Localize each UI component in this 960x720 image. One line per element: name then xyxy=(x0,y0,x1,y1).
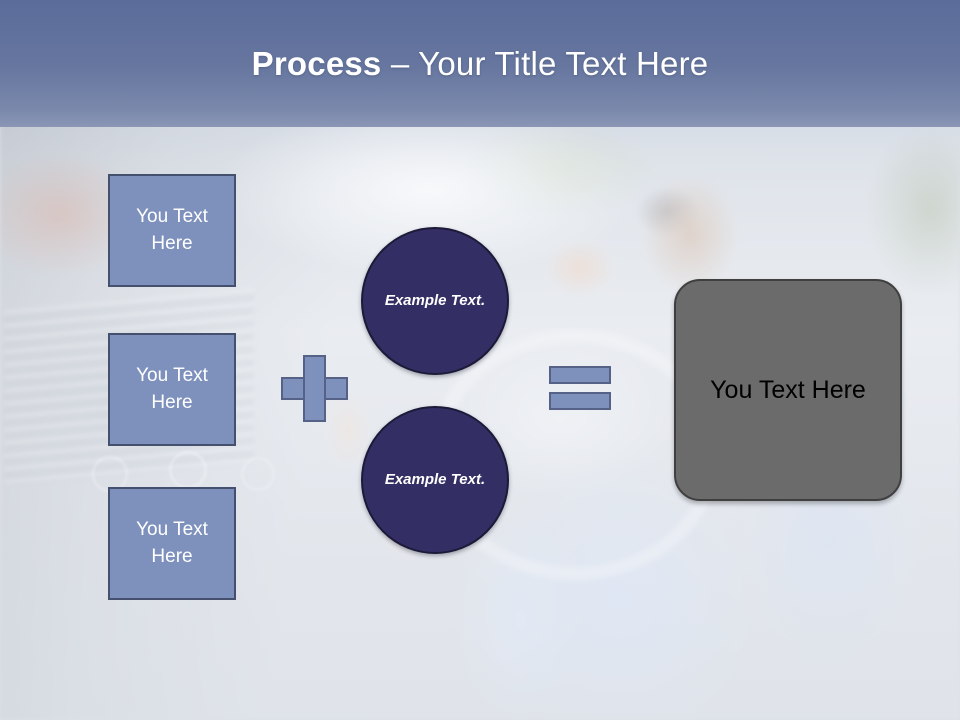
process-circle-1[interactable]: Example Text. xyxy=(361,227,509,375)
title-band: Process – Your Title Text Here xyxy=(0,0,960,127)
plus-icon-center-fill xyxy=(305,379,324,398)
input-box-1[interactable]: You Text Here xyxy=(108,174,236,287)
page-title: Process – Your Title Text Here xyxy=(252,45,709,83)
equals-icon-bottom-bar xyxy=(549,392,611,410)
input-box-1-label: You Text Here xyxy=(136,205,208,254)
process-circle-2-label: Example Text. xyxy=(384,470,486,488)
input-box-2-label: You Text Here xyxy=(136,364,208,413)
page-title-bold: Process xyxy=(251,44,382,82)
plus-icon xyxy=(281,355,348,422)
equals-icon-top-bar xyxy=(549,366,611,384)
process-circle-1-label: Example Text. xyxy=(384,291,486,309)
process-circle-2[interactable]: Example Text. xyxy=(361,406,509,554)
equals-icon xyxy=(549,366,611,410)
result-box-label: You Text Here xyxy=(710,375,866,404)
page-title-rest: – Your Title Text Here xyxy=(381,44,709,82)
input-box-3-label: You Text Here xyxy=(136,518,208,567)
input-box-2[interactable]: You Text Here xyxy=(108,333,236,446)
input-box-3[interactable]: You Text Here xyxy=(108,487,236,600)
result-box[interactable]: You Text Here xyxy=(674,279,902,501)
